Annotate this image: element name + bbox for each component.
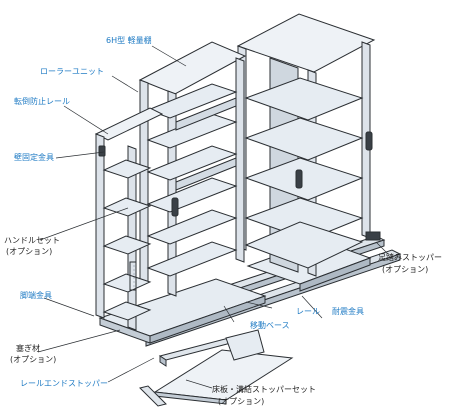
moving-base <box>98 239 372 344</box>
label-foot-stopper-opt: (オプション) <box>382 265 428 274</box>
rail-end-stopper-part <box>139 385 167 407</box>
label-floor-board-set: 床板・溝結ストッパーセット <box>212 384 316 394</box>
callout-labels: 6H型 軽量棚 ローラーユニット 転倒防止レール 壁固定金具 ハンドルセット (… <box>4 35 442 406</box>
label-anti-topple-rail: 転倒防止レール <box>14 96 70 106</box>
foot-stopper-part <box>365 231 381 241</box>
label-floor-board-set-opt: (オプション) <box>218 397 264 406</box>
label-roller-unit: ローラーユニット <box>40 67 104 76</box>
label-light-shelf: 6H型 軽量棚 <box>106 35 152 45</box>
label-handle-set: ハンドルセット <box>4 236 60 245</box>
label-handle-set-opt: (オプション) <box>6 247 52 256</box>
connecting-stopper <box>225 329 265 361</box>
label-seismic-fitting: 耐震金具 <box>332 306 364 316</box>
shelf-unit-right <box>236 13 376 277</box>
leader-lines <box>37 45 389 389</box>
floor-board <box>153 349 294 405</box>
label-foot-stopper: 足踏みストッパー <box>378 252 442 262</box>
label-leg-fitting: 脚端金具 <box>20 290 52 300</box>
label-spacer-opt: (オプション) <box>10 355 56 364</box>
label-rail: レール <box>296 307 320 316</box>
label-spacer: 塞ぎ材 <box>16 343 40 353</box>
shelf-unit-center <box>138 41 247 297</box>
label-moving-base: 移動ベース <box>250 320 290 330</box>
label-wall-fixing: 壁固定金具 <box>14 152 54 162</box>
label-rail-end-stopper: レールエンドストッパー <box>20 379 108 388</box>
shelf-unit-left <box>94 107 164 331</box>
